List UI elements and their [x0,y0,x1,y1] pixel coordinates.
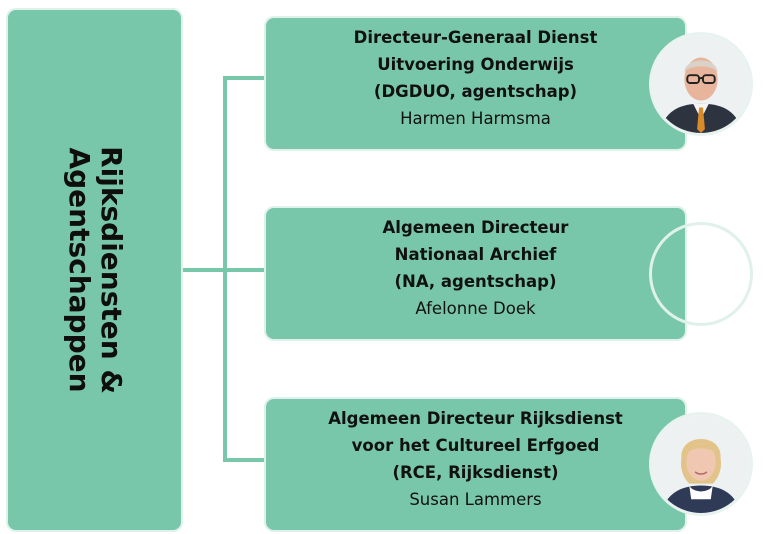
card-role-line3: (RCE, Rijksdienst) [392,463,559,482]
unit-title-line2: Agentschappen [62,147,96,393]
connector-horizontal-main [183,268,225,272]
card-person-name: Susan Lammers [409,490,542,509]
card-role-line1: Algemeen Directeur [382,218,569,237]
card-role-line2: Nationaal Archief [394,245,557,264]
connector-branch-3 [223,458,266,462]
portrait-photo-man [649,32,753,136]
card-role-line2: Uitvoering Onderwijs [377,55,574,74]
org-card-dgduo: Directeur-Generaal Dienst Uitvoering Ond… [264,16,687,151]
unit-title-line1: Rijksdiensten & [94,146,128,394]
unit-panel: Rijksdiensten & Agentschappen [6,8,183,532]
connector-branch-2 [223,268,266,272]
connector-branch-1 [223,76,266,80]
card-role-line1: Directeur-Generaal Dienst [353,28,598,47]
org-card-na: Algemeen Directeur Nationaal Archief (NA… [264,206,687,341]
card-role-line3: (NA, agentschap) [394,272,557,291]
card-role-line3: (DGDUO, agentschap) [373,82,578,101]
card-role-line2: voor het Cultureel Erfgoed [351,436,600,455]
portrait-photo-woman [649,412,753,516]
org-card-rce: Algemeen Directeur Rijksdienst voor het … [264,397,687,532]
card-person-name: Afelonne Doek [415,299,536,318]
portrait-photo-empty [649,222,753,326]
card-person-name: Harmen Harmsma [400,109,551,128]
unit-title: Rijksdiensten & Agentschappen [62,146,128,394]
card-role-line1: Algemeen Directeur Rijksdienst [328,409,623,428]
